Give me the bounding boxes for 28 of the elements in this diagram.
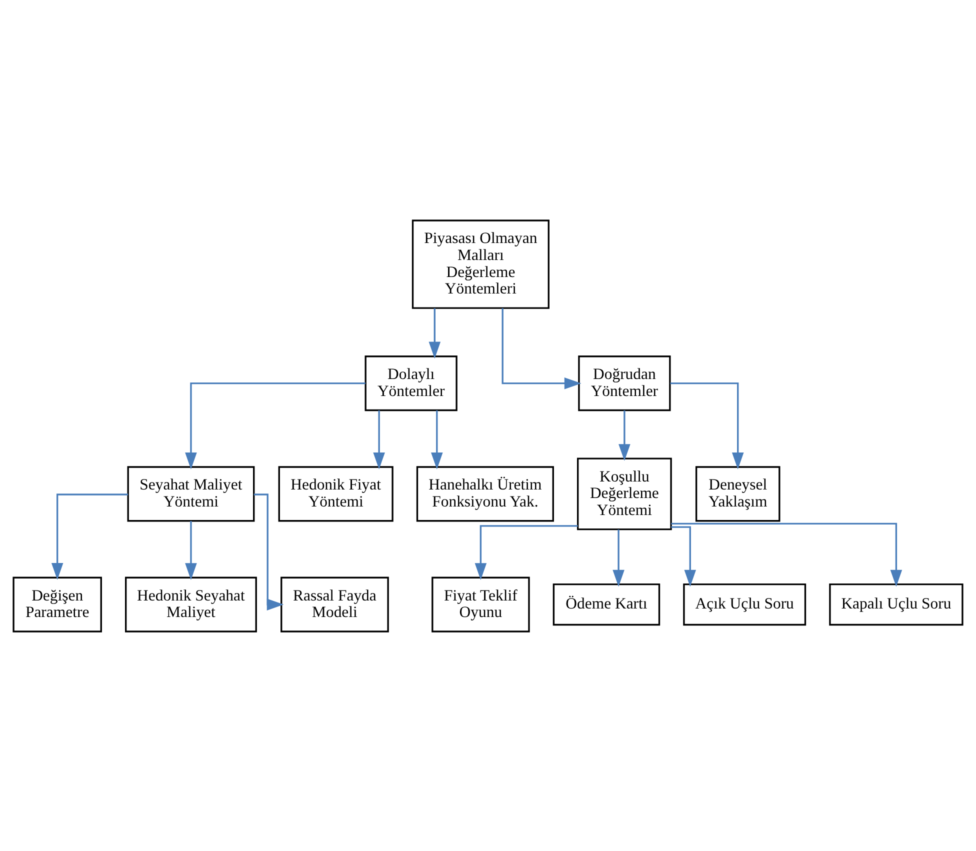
arrow (431, 410, 443, 469)
node-box: Açık Uçlu Soru (683, 583, 806, 626)
node-box: Hanehalkı Üretim Fonksiyonu Yak. (416, 466, 554, 522)
arrow (618, 410, 630, 460)
node-box: Piyasası Olmayan Malları Değerleme Yöntemleri (412, 219, 550, 308)
node-box: Hedonik Fiyat Yöntemi (278, 466, 394, 522)
arrow (671, 522, 902, 586)
arrow (670, 382, 744, 469)
arrow (474, 524, 578, 580)
arrow (671, 526, 696, 586)
arrow (428, 308, 441, 358)
node-box: Fiyat Teklif Oyunu (432, 576, 530, 632)
arrow (612, 529, 624, 586)
node-box: Doğrudan Yöntemler (578, 355, 671, 411)
node-box: Kapalı Uçlu Soru (829, 583, 964, 626)
node-box: Hedonik Seyahat Maliyet (125, 576, 257, 632)
node-box: Seyahat Maliyet Yöntemi (127, 466, 255, 522)
node-box: Deneysel Yaklaşım (695, 466, 780, 522)
arrow (51, 493, 128, 580)
node-box: Dolaylı Yöntemler (364, 355, 458, 411)
arrow (185, 382, 366, 469)
node-box: Rassal Fayda Modeli (280, 576, 389, 632)
arrow (373, 410, 385, 469)
node-box: Değişen Parametre (12, 576, 102, 632)
arrow (185, 520, 197, 580)
arrow (502, 308, 582, 389)
node-box: Koşullu Değerleme Yöntemi (577, 457, 672, 530)
node-box: Ödeme Kartı (552, 583, 660, 626)
